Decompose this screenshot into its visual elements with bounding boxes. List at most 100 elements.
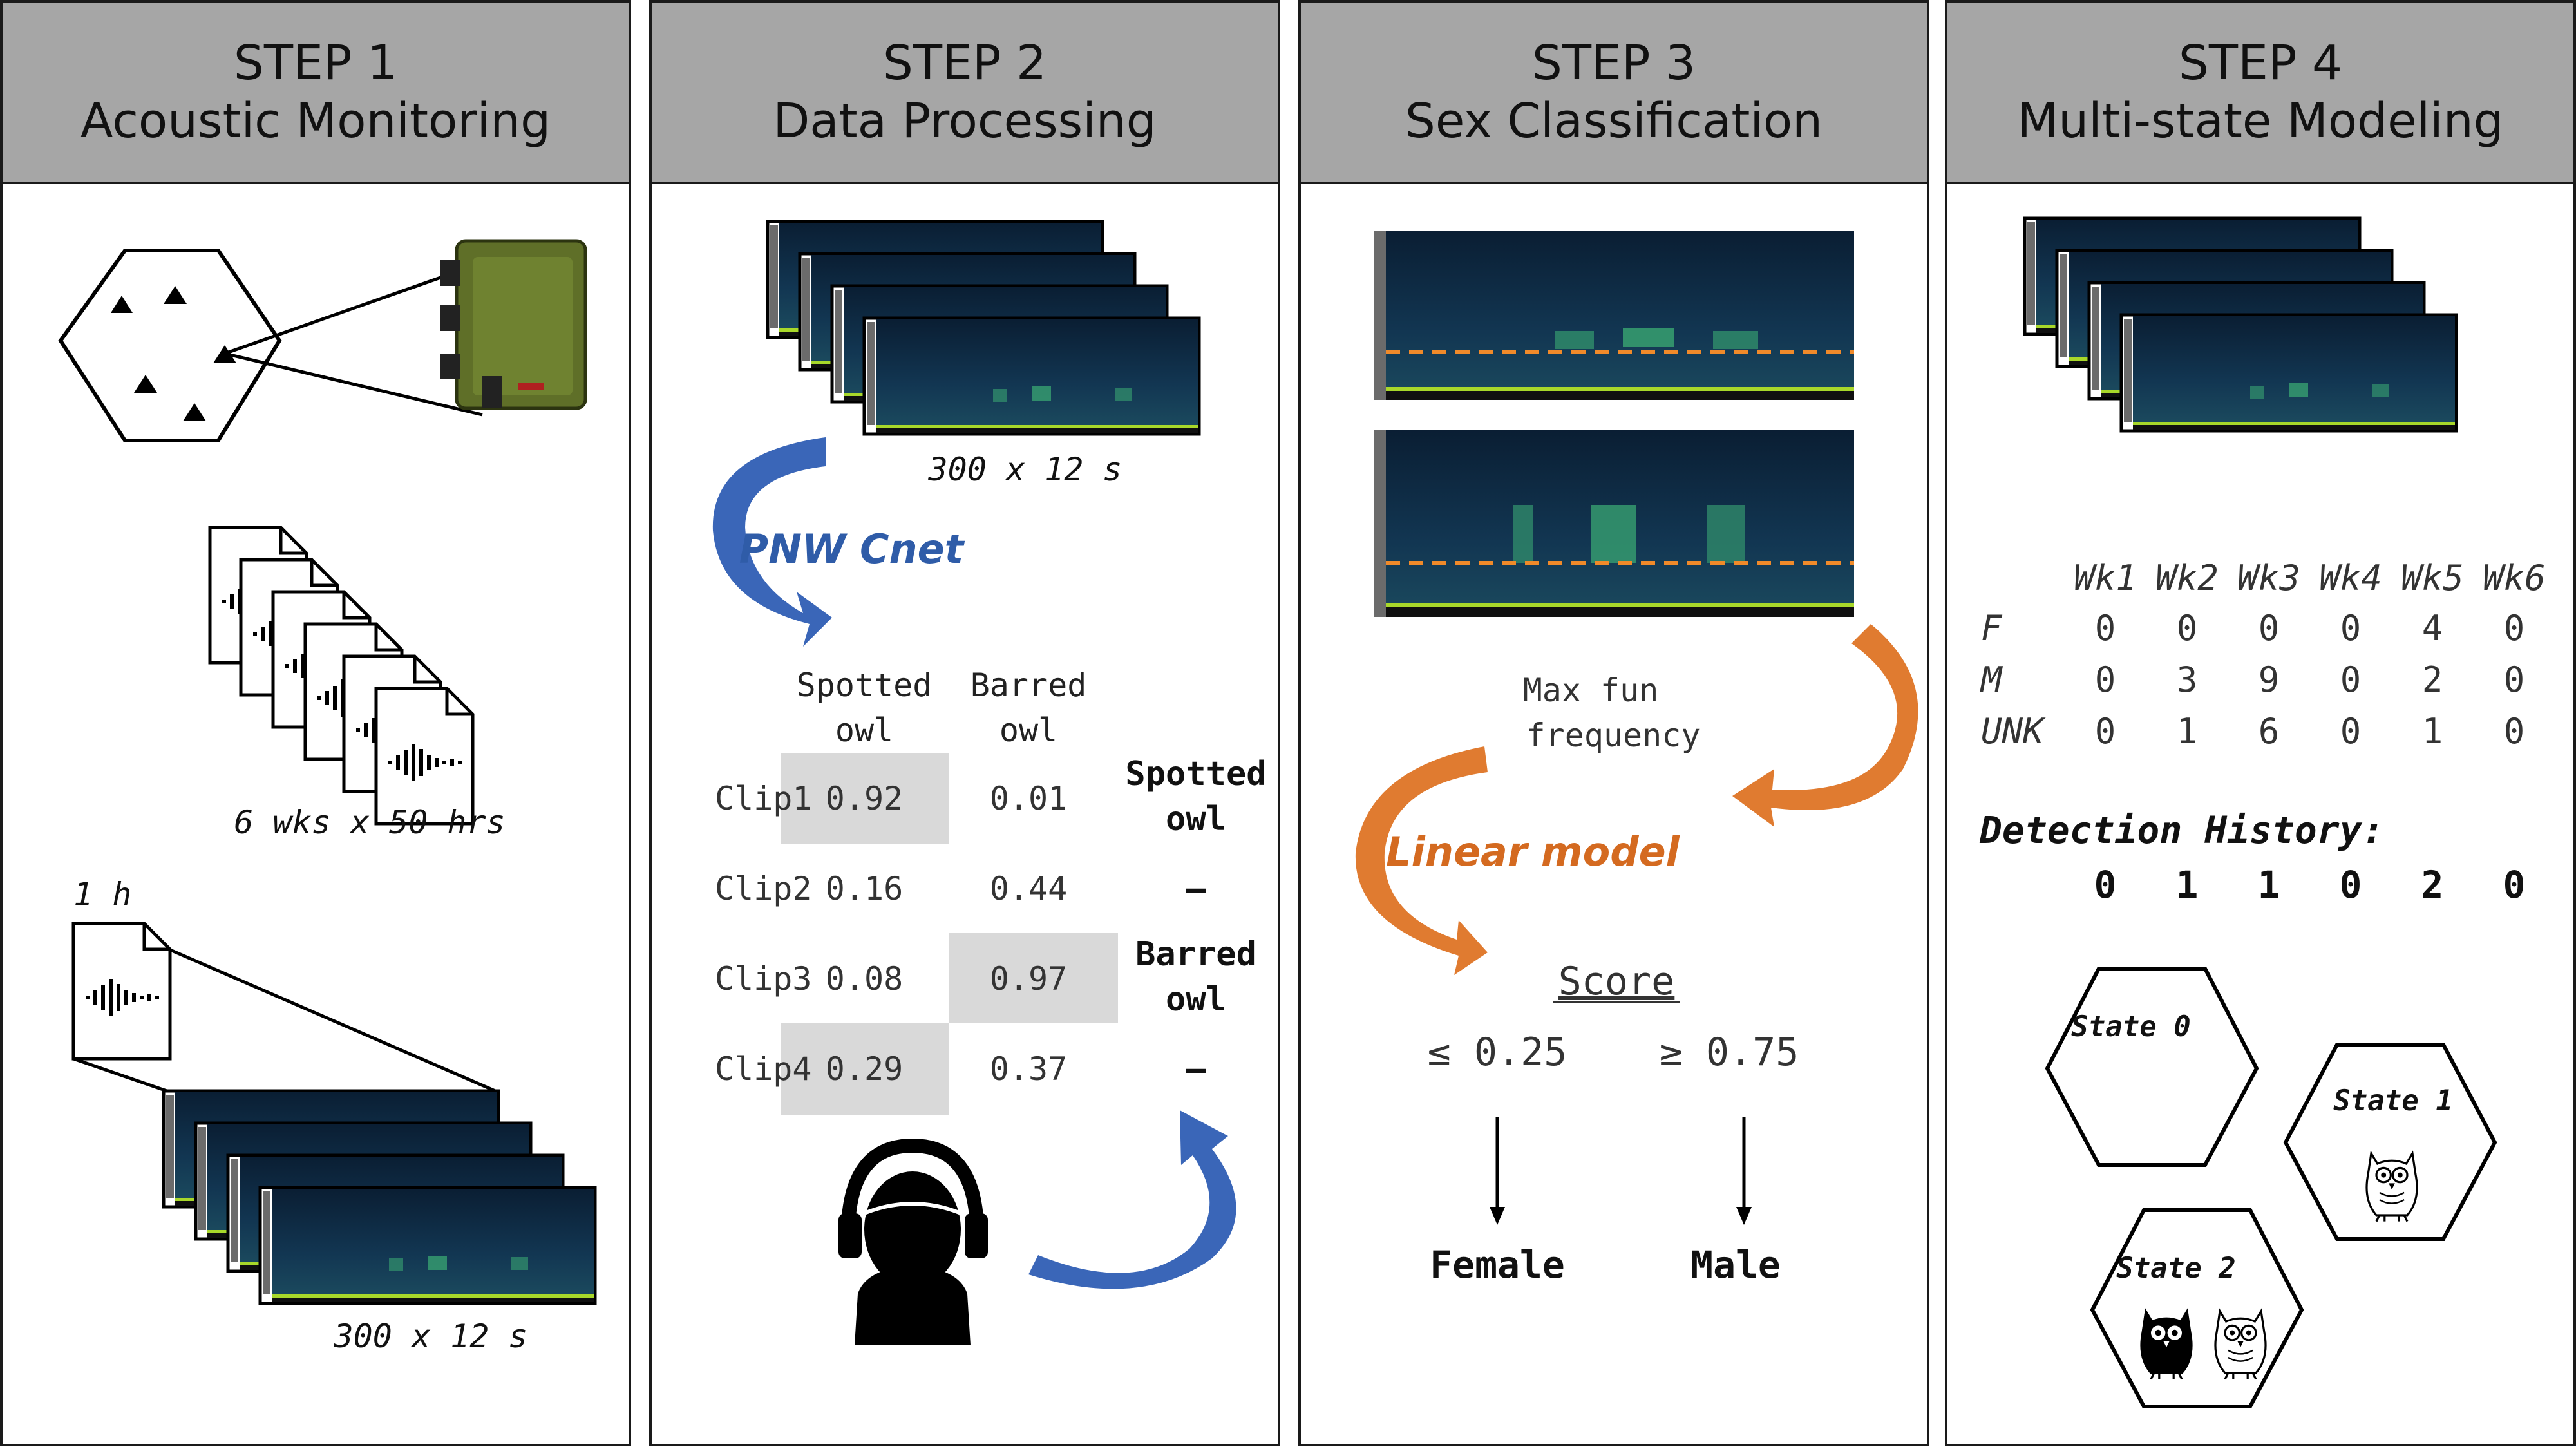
step-title: Multi-state Modeling <box>2017 93 2504 149</box>
feature-arrow <box>1732 624 1918 827</box>
female-label: Female <box>1430 1243 1565 1287</box>
step4-diagram: Wk1 Wk2 Wk3 Wk4 Wk5 Wk6 F M UNK 0 0 0 0 … <box>1979 3 2546 1408</box>
panel-step3: STEP 3 Sex Classification <box>1298 0 1929 1446</box>
panel-header: STEP 3 Sex Classification <box>1301 3 1927 184</box>
clip-label: Clip2 <box>715 870 812 907</box>
male-label: Male <box>1690 1243 1781 1287</box>
score-table: Spotted owl Barred owl Clip1 0.92 0.01 S… <box>715 667 1267 1115</box>
recorder-icon <box>440 239 587 410</box>
count-cell: 1 <box>2177 711 2198 752</box>
row-label: F <box>1981 608 2003 649</box>
row-label: M <box>1980 659 2003 700</box>
count-cell: 0 <box>2340 659 2362 700</box>
count-cell: 0 <box>2095 608 2116 649</box>
listener-icon <box>838 1138 988 1345</box>
spectrogram-icon <box>2025 218 2456 431</box>
files-caption: 6 wks x 50 hrs <box>234 804 505 841</box>
history-value: 0 <box>2340 863 2362 907</box>
week-header: Wk3 <box>2237 558 2300 598</box>
panel-step1: STEP 1 Acoustic Monitoring <box>0 0 631 1446</box>
detection-counts: 0 0 0 0 4 0 0 3 9 0 2 0 0 1 6 0 1 0 <box>2095 608 2525 752</box>
cnet-arrow <box>712 437 832 647</box>
step2-diagram: 300 x 12 s PNW Cnet Spotted owl Barred o… <box>712 3 1267 1345</box>
count-cell: 6 <box>2259 711 2280 752</box>
spectrogram-icon <box>1374 430 1854 617</box>
review-arrow <box>1028 1110 1236 1289</box>
clips-caption: 300 x 12 s <box>927 451 1122 488</box>
week-header: Wk1 <box>2074 558 2137 598</box>
spectrogram-icon <box>1374 231 1854 400</box>
history-value: 1 <box>2258 863 2280 907</box>
spotted-score: 0.16 <box>826 870 903 907</box>
species-label: owl <box>1166 980 1226 1019</box>
cnet-label: PNW Cnet <box>739 526 965 573</box>
clip-label: Clip3 <box>715 960 812 998</box>
feature-label: frequency <box>1526 717 1701 754</box>
panel-header: STEP 1 Acoustic Monitoring <box>3 3 629 184</box>
history-value: 0 <box>2503 863 2526 907</box>
history-value: 2 <box>2421 863 2444 907</box>
step-number: STEP 4 <box>2178 35 2343 91</box>
owl-filled-icon <box>2140 1310 2193 1381</box>
column-header: owl <box>999 712 1057 749</box>
hexagon-site-icon <box>58 249 483 442</box>
step-title: Sex Classification <box>1405 93 1823 149</box>
female-arrow <box>1490 1117 1505 1225</box>
spotted-score: 0.92 <box>826 780 903 817</box>
state-label: State 2 <box>2116 1252 2235 1285</box>
panel-step2: STEP 2 Data Processing 300 x 12 s PNW Cn… <box>649 0 1280 1446</box>
linear-model-arrow <box>1355 746 1488 975</box>
clips-caption: 300 x 12 s <box>333 1318 527 1355</box>
column-header: Spotted <box>797 667 933 704</box>
spectrogram-icon <box>768 222 1199 434</box>
panel-step4: STEP 4 Multi-state Modeling Wk1 Wk2 Wk3 … <box>1945 0 2576 1446</box>
count-cell: 0 <box>2095 711 2116 752</box>
female-threshold: ≤ 0.25 <box>1428 1030 1567 1075</box>
step-title: Acoustic Monitoring <box>80 93 551 149</box>
male-threshold: ≥ 0.75 <box>1660 1030 1799 1075</box>
score-label: Score <box>1558 959 1675 1004</box>
species-label: Barred <box>1135 935 1256 974</box>
clip-label: Clip4 <box>715 1050 812 1088</box>
single-audio-file-icon <box>73 923 170 1059</box>
hour-label: 1 h <box>73 876 131 913</box>
panel-header: STEP 4 Multi-state Modeling <box>1947 3 2573 184</box>
history-value: 0 <box>2094 863 2117 907</box>
count-cell: 0 <box>2504 659 2525 700</box>
state-0-hexagon: State 0 <box>2045 967 2259 1167</box>
count-cell: 1 <box>2422 711 2443 752</box>
count-cell: 0 <box>2504 608 2525 649</box>
step-number: STEP 3 <box>1531 35 1696 91</box>
male-arrow <box>1736 1117 1752 1225</box>
species-label: – <box>1186 1050 1206 1088</box>
state-label: State 0 <box>2071 1010 2190 1043</box>
owl-outline-icon <box>2214 1310 2267 1381</box>
spectrogram-icon <box>164 1091 595 1303</box>
feature-label: Max fun <box>1523 672 1659 709</box>
count-cell: 9 <box>2259 659 2280 700</box>
species-label: Spotted <box>1125 755 1266 793</box>
species-label: owl <box>1166 800 1226 838</box>
detection-table: Wk1 Wk2 Wk3 Wk4 Wk5 Wk6 F M UNK <box>1980 558 2546 752</box>
state-2-hexagon: State 2 <box>2090 1208 2304 1408</box>
audio-file-icon <box>210 527 473 824</box>
state-label: State 1 <box>2333 1084 2452 1117</box>
step-number: STEP 1 <box>233 35 398 91</box>
history-value: 1 <box>2176 863 2199 907</box>
count-cell: 2 <box>2422 659 2443 700</box>
owl-outline-icon <box>2365 1152 2418 1223</box>
column-header: Barred <box>971 667 1087 704</box>
count-cell: 0 <box>2504 711 2525 752</box>
count-cell: 4 <box>2422 608 2443 649</box>
panel-header: STEP 2 Data Processing <box>652 3 1278 184</box>
clip-label: Clip1 <box>715 780 812 817</box>
row-label: UNK <box>1981 711 2046 752</box>
state-1-hexagon: State 1 <box>2283 1043 2497 1241</box>
count-cell: 0 <box>2177 608 2198 649</box>
column-header: owl <box>835 712 893 749</box>
count-cell: 3 <box>2177 659 2198 700</box>
count-cell: 0 <box>2095 659 2116 700</box>
barred-score: 0.44 <box>990 870 1067 907</box>
barred-score: 0.01 <box>990 780 1067 817</box>
step3-diagram: Max fun frequency Linear model Score ≤ 0… <box>1355 231 1918 1287</box>
